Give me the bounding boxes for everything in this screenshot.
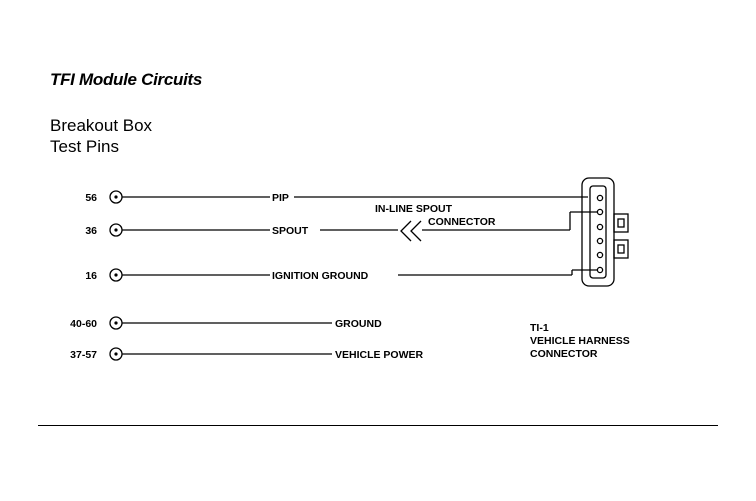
spout-connector-label-line-1: IN-LINE SPOUT [375,203,453,215]
wire-label-pip: PIP [272,192,289,204]
connector-tab-lower [613,239,629,259]
wire-label-vehicle-power: VEHICLE POWER [335,349,424,361]
pin-number-16: 16 [85,270,97,282]
pin-number-37-57: 37-57 [70,349,97,361]
wire-label-spout: SPOUT [272,225,309,237]
subtitle-line-2: Test Pins [50,137,119,156]
wire-label-ground: GROUND [335,318,382,330]
harness-label-line-2: VEHICLE HARNESS [530,335,630,347]
pin-number-40-60: 40-60 [70,318,97,330]
wire-label-ignition-ground: IGNITION GROUND [272,270,369,282]
spout-connector-label-line-2: CONNECTOR [428,216,496,228]
harness-label-line-1: TI-1 [530,322,549,334]
bottom-divider [38,425,718,426]
page-title: TFI Module Circuits [50,70,203,89]
inline-spout-connector-symbol [400,220,412,242]
harness-label-line-3: CONNECTOR [530,348,598,360]
subtitle: Breakout Box Test Pins [50,115,152,157]
subtitle-line-1: Breakout Box [50,116,153,135]
pin-number-36: 36 [85,225,97,237]
connector-tab-upper [613,213,629,233]
pin-number-56: 56 [85,192,97,204]
